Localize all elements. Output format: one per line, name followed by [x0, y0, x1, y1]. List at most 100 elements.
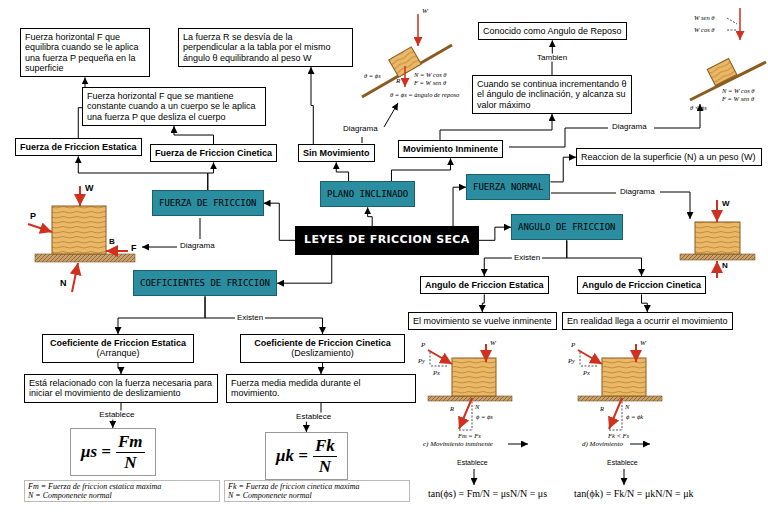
connector-arrow: [174, 126, 214, 144]
connector-arrow: [482, 294, 484, 312]
figure-stroke: [428, 350, 452, 364]
connector-arrow: [264, 203, 295, 240]
figure-stroke: [727, 18, 737, 24]
text-box: Conocido como Angulo de Reposo: [478, 22, 627, 40]
numerator: Fm: [116, 432, 145, 453]
edge-label: Tambien: [535, 53, 569, 62]
note-box: Fuerza horizontal F que se mantiene cons…: [82, 87, 266, 126]
connector-arrow: [550, 157, 576, 182]
node-text: N = Componenete normal: [228, 491, 406, 500]
figure-label: Fm = Fs: [458, 432, 481, 439]
node-text: FUERZA DE FRICCION: [159, 198, 257, 208]
figure-stroke: [707, 59, 737, 86]
node-text: Fuerza horizontal F que se mantiene cons…: [87, 91, 261, 122]
figure-label: N: [722, 262, 728, 271]
node-text: LEYES DE FRICCION SECA: [304, 234, 470, 247]
figure-stroke: [727, 30, 737, 31]
figure-label: P: [571, 342, 575, 350]
note-box: Cuando se continua incrementando θ el án…: [472, 75, 632, 114]
connector-arrow: [277, 255, 332, 284]
figure-stroke: [362, 14, 452, 97]
figure-stroke: [459, 430, 472, 431]
formula-box: μs =FmN: [70, 428, 156, 476]
node-text: (Arranque): [47, 348, 189, 358]
figure-stroke: [630, 444, 650, 445]
topic-box: Movimiento Inminente: [398, 140, 503, 158]
figure-label: N = W cos θ: [414, 71, 447, 78]
connector-arrow: [391, 158, 450, 181]
root-box: LEYES DE FRICCION SECA: [295, 226, 479, 255]
figure-label: ϕ = ϕs: [476, 413, 493, 420]
figure-stroke: [428, 344, 512, 430]
figure-stroke: [106, 250, 128, 252]
node-text: ANGULO DE FRICCION: [518, 222, 616, 232]
node-text: Está relacionado con la fuerza necesaria…: [29, 378, 213, 399]
note-label: Establece: [607, 459, 638, 467]
connector-arrow: [368, 207, 373, 226]
node-text: Coeficiente de Friccion Cinetica: [245, 338, 400, 348]
formula-box: μk =FkN: [265, 432, 348, 480]
topic-box: Angulo de Friccion Estatica: [420, 276, 549, 294]
figure-stroke: [362, 45, 452, 97]
node-text: Coeficiente de Friccion Estatica: [47, 338, 189, 348]
node-text: Fk = Fuerza de friccion cinetica maxima: [228, 482, 406, 491]
denominator: N: [319, 457, 331, 477]
note-label: Diagrama: [620, 188, 655, 197]
node-text: Cuando se continua incrementando θ el án…: [477, 79, 627, 110]
note-label: Diagrama: [180, 242, 215, 251]
figure-stroke: [739, 8, 741, 40]
figure-stroke: [362, 137, 363, 143]
note-label: Existen: [235, 314, 265, 323]
node-text: COEFICIENTES DE FRICCION: [140, 278, 270, 288]
figure-label: ϕ = ϕk: [626, 413, 643, 420]
connector-arrow: [311, 67, 313, 144]
figure-label: Px: [433, 369, 440, 376]
figure-label: θ = ϕs: [364, 72, 381, 79]
figure-stroke: [430, 352, 431, 365]
figure-label: θ < ϕs: [690, 104, 707, 111]
connector-arrow: [440, 114, 552, 140]
node-text: N = Componenete normal: [28, 491, 216, 500]
figure-stroke: [624, 469, 625, 485]
node-text: Conocido como Angulo de Reposo: [483, 26, 622, 36]
figure-stroke: [578, 344, 662, 430]
figure-stroke: [716, 200, 718, 222]
node-text: En realidad llega a ocurrir el movimient…: [567, 316, 728, 326]
figure-stroke: [472, 398, 473, 430]
figure-stroke: [52, 206, 106, 254]
note-label: tan(ϕk) = Fk/N = μkN/N = μk: [574, 488, 694, 499]
node-text: FUERZA NORMAL: [473, 182, 543, 192]
node-text: Fuerza de Friccion Estatica: [20, 142, 137, 152]
branch-box: FUERZA NORMAL: [466, 174, 550, 200]
figure-stroke: [660, 192, 690, 219]
concept-box: Coeficiente de Friccion Cinetica(Desliza…: [240, 334, 405, 363]
figure-stroke: [680, 200, 755, 278]
node-text: Fuerza horizontal F que equilibra cuando…: [25, 32, 145, 73]
node-text: Reaccion de la superficie (N) a un peso …: [581, 152, 757, 162]
concept-box: Coeficiente de Friccion Estatica(Arranqu…: [42, 334, 194, 363]
figure-stroke: [200, 218, 201, 239]
connector-arrow: [642, 294, 648, 312]
figure-label: Py: [568, 357, 575, 364]
figure-label: F: [131, 244, 137, 254]
connector-arrow: [208, 162, 214, 190]
figure-label: P: [30, 212, 36, 222]
figure-label: R: [600, 405, 604, 412]
figure-label: N: [625, 403, 629, 410]
branch-box: COEFICIENTES DE FRICCION: [133, 270, 277, 296]
note-box: Fuerza horizontal F que equilibra cuando…: [20, 28, 150, 77]
figure-stroke: [716, 261, 718, 278]
node-text: Fm = Fuerza de friccion estatica maxima: [28, 482, 216, 491]
node-text: Movimiento Inminente: [403, 144, 498, 154]
node-text: La fuerza R se desvía de la perpendicula…: [183, 32, 348, 63]
figure-label: Px: [583, 369, 590, 376]
fraction: FkN: [313, 436, 337, 476]
figure-stroke: [384, 103, 398, 127]
connector-arrow: [336, 162, 348, 181]
node-text: Sin Movimiento: [303, 148, 370, 158]
figure-stroke: [452, 358, 496, 396]
topic-box: Sin Movimiento: [298, 144, 375, 162]
figure-label: W: [490, 340, 496, 348]
figure-stroke: [690, 8, 766, 100]
figure-label: Py: [418, 357, 425, 364]
